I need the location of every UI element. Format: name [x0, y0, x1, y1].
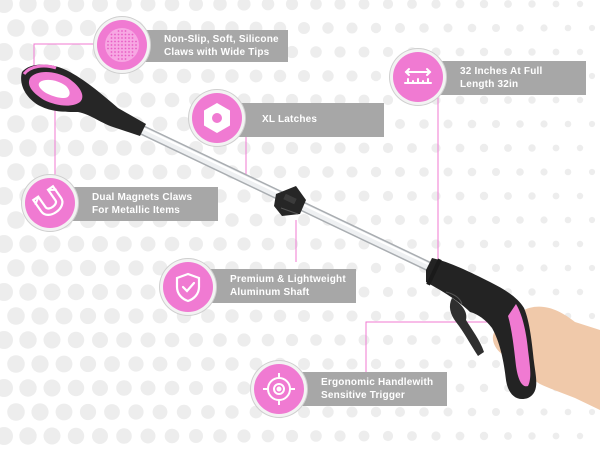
magnet-icon: [25, 178, 75, 228]
leader-line-claws: [33, 43, 95, 72]
handle-grip: [426, 258, 537, 400]
shield-check-icon: [163, 262, 213, 312]
leader-line-handle: [365, 321, 490, 380]
crosshair-target-icon: [254, 364, 304, 414]
feature-label-latches: XL Latches: [228, 103, 384, 137]
feature-label-shaft: Premium & Lightweight Aluminum Shaft: [196, 269, 356, 303]
claw-head: [21, 64, 146, 136]
feature-label-handle: Ergonomic Handlewith Sensitive Trigger: [287, 372, 447, 406]
feature-label-length: 32 Inches At Full Length 32in: [426, 61, 586, 95]
feature-label-claws: Non-Slip, Soft, Silicone Claws with Wide…: [130, 30, 288, 62]
ruler-arrows-icon: [393, 52, 443, 102]
latch: [274, 186, 306, 216]
feature-label-magnets: Dual Magnets Claws For Metallic Items: [58, 187, 218, 221]
textured-sphere-icon: [97, 20, 147, 70]
hexagon-latch-icon: [192, 93, 242, 143]
